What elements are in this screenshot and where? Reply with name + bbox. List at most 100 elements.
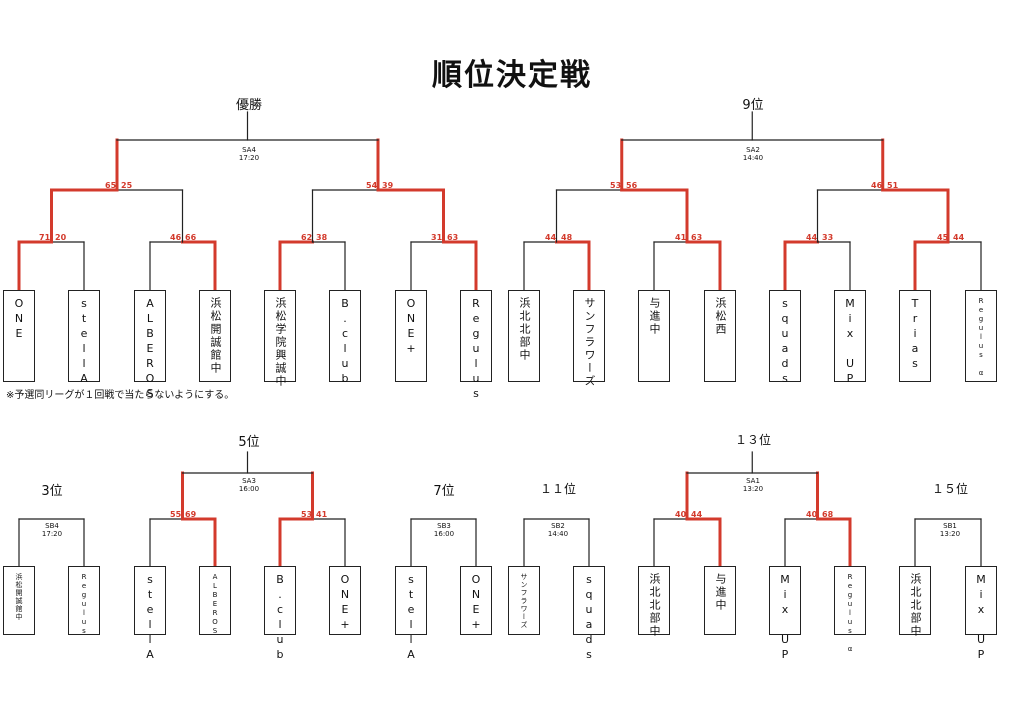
score-r1-4-right: 48	[561, 233, 573, 242]
team-name: Mix UP	[974, 573, 988, 663]
match-code: SA2	[746, 146, 760, 154]
team-box: stellA	[395, 566, 427, 663]
team-box: B.club	[264, 566, 296, 663]
score-r1-5-right: 63	[691, 233, 703, 242]
match-code: SA3	[242, 477, 256, 485]
team-name: squads	[582, 573, 596, 663]
team-name: サンフラワーズ	[520, 573, 528, 629]
score-r1-6-left: 44	[806, 233, 818, 242]
place-label-champion: 優勝	[235, 98, 263, 113]
score-r1-2-left: 62	[301, 233, 313, 242]
team-box: サンフラワーズ	[508, 566, 540, 635]
team-box: stellA	[68, 290, 100, 387]
team-name: Regulus α	[977, 297, 985, 378]
team-name: B.club	[338, 297, 352, 387]
team-name: ONE	[12, 297, 26, 342]
team-box: 与進中	[638, 290, 670, 382]
score-b-2-left: 40	[675, 510, 687, 519]
team-name: stellA	[143, 573, 157, 663]
team-name: 与進中	[648, 297, 661, 336]
team-name: squads	[778, 297, 792, 387]
match-code: SB2	[551, 522, 565, 530]
team-name: サンフラワーズ	[583, 297, 596, 388]
team-box: 浜北北部中	[899, 566, 931, 638]
match-time: 13:20	[939, 530, 961, 538]
team-name: Regulus	[80, 573, 88, 636]
team-box: 浜松開誠館中	[3, 566, 35, 635]
team-box: squads	[573, 566, 605, 663]
score-r1-7-right: 44	[953, 233, 965, 242]
team-name: Regulus α	[846, 573, 854, 654]
team-name: ONE+	[404, 297, 418, 357]
team-name: ONE+	[469, 573, 483, 633]
team-name: Mix UP	[778, 573, 792, 663]
score-b-3-left: 40	[806, 510, 818, 519]
place-label-3rd: 3位	[41, 484, 63, 499]
team-name: Mix UP	[843, 297, 857, 387]
team-name: 浜松開誠館中	[15, 573, 23, 621]
score-b-3-right: 68	[822, 510, 834, 519]
team-box: Mix UP	[965, 566, 997, 663]
team-name: 浜松学院興誠中	[274, 297, 287, 388]
team-name: 浜北北部中	[648, 573, 661, 638]
score-r1-0-right: 20	[55, 233, 67, 242]
score-r2-2-left: 53	[610, 181, 622, 190]
match-time: 13:20	[742, 485, 764, 493]
score-b-1-left: 53	[301, 510, 313, 519]
team-box: stellA	[134, 566, 166, 663]
match-time: 17:20	[41, 530, 63, 538]
place-label-9th: 9位	[742, 98, 764, 113]
team-box: ONE+	[329, 566, 361, 635]
place-label-13th: １３位	[734, 433, 772, 447]
match-time: 14:40	[547, 530, 569, 538]
team-name: Regulus	[469, 297, 483, 402]
score-b-2-right: 44	[691, 510, 703, 519]
team-name: 浜北北部中	[518, 297, 531, 362]
score-r2-3-right: 51	[887, 181, 899, 190]
team-box: 浜北北部中	[638, 566, 670, 638]
team-name: stellA	[77, 297, 91, 387]
score-r1-1-left: 46	[170, 233, 182, 242]
team-name: ALBEROS	[211, 573, 219, 636]
team-name: 与進中	[714, 573, 727, 612]
team-box: ALBEROS	[134, 290, 166, 402]
place-label-15th: １５位	[931, 482, 969, 496]
score-r2-2-right: 56	[626, 181, 638, 190]
score-r1-4-left: 44	[545, 233, 557, 242]
score-r2-0-right: 25	[121, 181, 133, 190]
team-box: ONE	[3, 290, 35, 382]
match-time: 16:00	[238, 485, 260, 493]
team-box: Mix UP	[834, 290, 866, 387]
team-name: 浜松開誠館中	[209, 297, 222, 375]
team-name: ONE+	[338, 573, 352, 633]
match-code: SB1	[943, 522, 957, 530]
team-box: Mix UP	[769, 566, 801, 663]
team-box: Regulus	[460, 290, 492, 402]
match-code: SB4	[45, 522, 59, 530]
score-r1-3-left: 31	[431, 233, 443, 242]
match-time: 17:20	[238, 154, 260, 162]
team-box: Regulus α	[834, 566, 866, 654]
score-b-0-left: 55	[170, 510, 182, 519]
score-r1-2-right: 38	[316, 233, 328, 242]
team-box: 浜松学院興誠中	[264, 290, 296, 388]
team-box: ONE+	[395, 290, 427, 382]
page-title: 順位決定戦	[432, 58, 592, 93]
match-code: SB3	[437, 522, 451, 530]
team-name: 浜松西	[714, 297, 727, 336]
team-name: B.club	[273, 573, 287, 663]
team-name: ALBEROS	[143, 297, 157, 402]
score-b-1-right: 41	[316, 510, 328, 519]
score-r1-6-right: 33	[822, 233, 834, 242]
team-name: Trias	[908, 297, 922, 372]
score-r1-3-right: 63	[447, 233, 459, 242]
